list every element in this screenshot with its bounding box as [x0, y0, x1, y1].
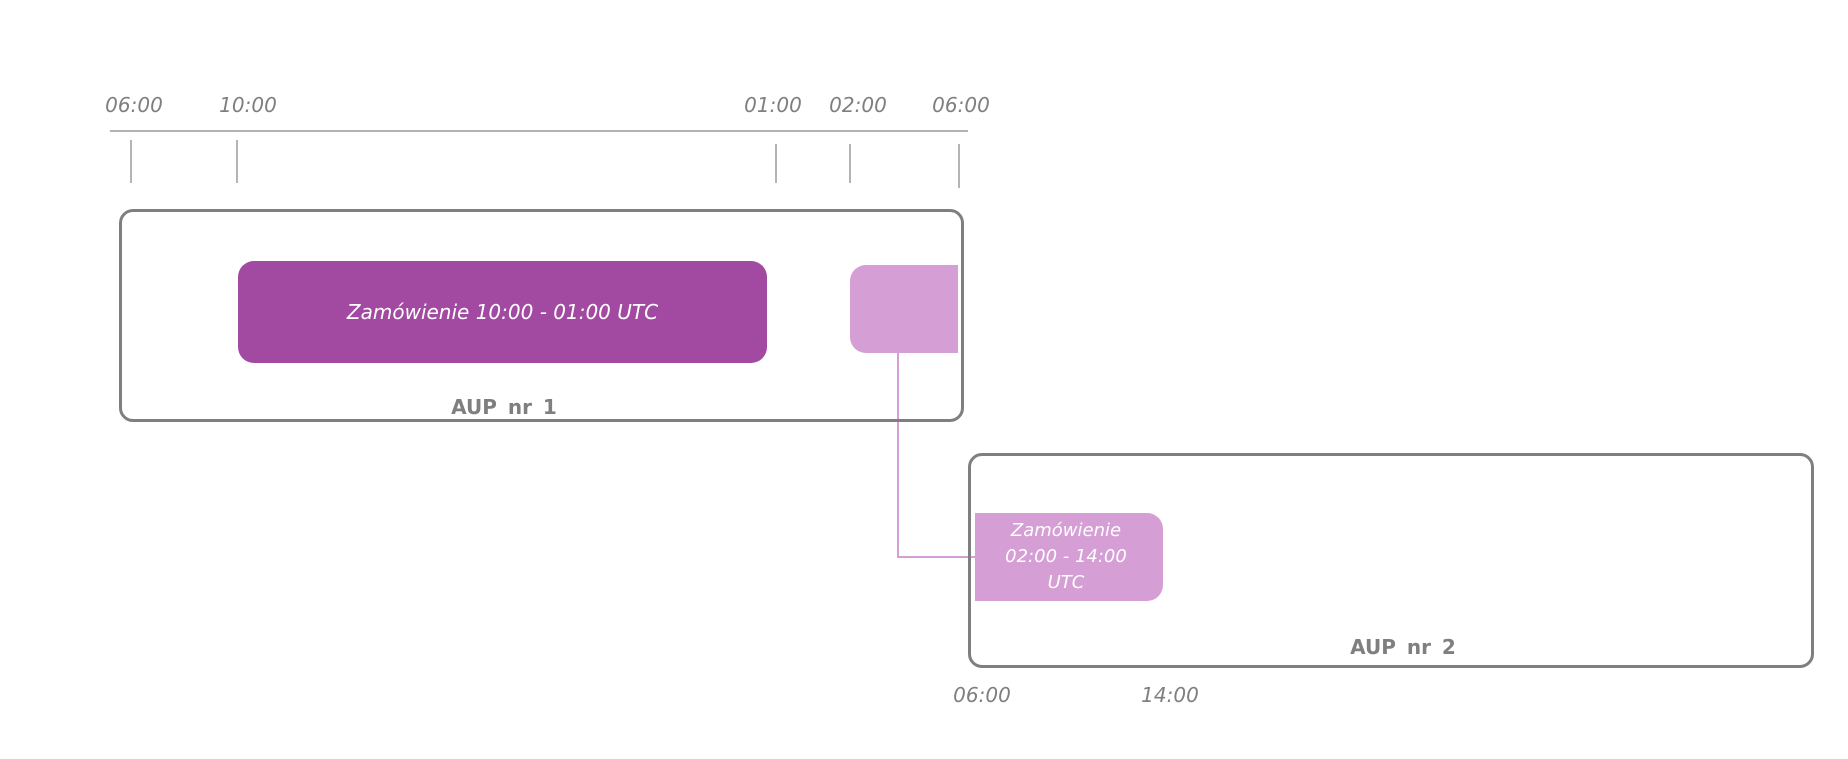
- aup-2-order-block: Zamówienie 02:00 - 14:00 UTC: [975, 513, 1163, 601]
- aup-2-order-line-2: 02:00 - 14:00: [1005, 546, 1127, 567]
- aup-1-order-label: Zamówienie 10:00 - 01:00 UTC: [346, 300, 659, 324]
- timeline-bottom-label-0600: 06:00: [953, 683, 1011, 707]
- timeline-top-label-0600-end: 06:00: [932, 93, 990, 117]
- aup-1-order-continuation-block: [850, 265, 958, 353]
- timeline-bottom-label-1400: 14:00: [1141, 683, 1199, 707]
- timeline-top-label-0600: 06:00: [105, 93, 163, 117]
- aup-2-order-line-3: UTC: [1047, 572, 1085, 593]
- aup-1-label: AUP nr 1: [451, 395, 557, 419]
- aup-1-box: [119, 209, 964, 422]
- aup-2-label: AUP nr 2: [1350, 635, 1456, 659]
- timeline-top-label-0200: 02:00: [829, 93, 887, 117]
- aup-2-order-line-1: Zamówienie: [1010, 520, 1122, 541]
- aup-2-box: [968, 453, 1814, 668]
- timeline-top-label-1000: 10:00: [219, 93, 277, 117]
- aup-1-order-block: Zamówienie 10:00 - 01:00 UTC: [238, 261, 767, 363]
- timeline-top-label-0100: 01:00: [744, 93, 802, 117]
